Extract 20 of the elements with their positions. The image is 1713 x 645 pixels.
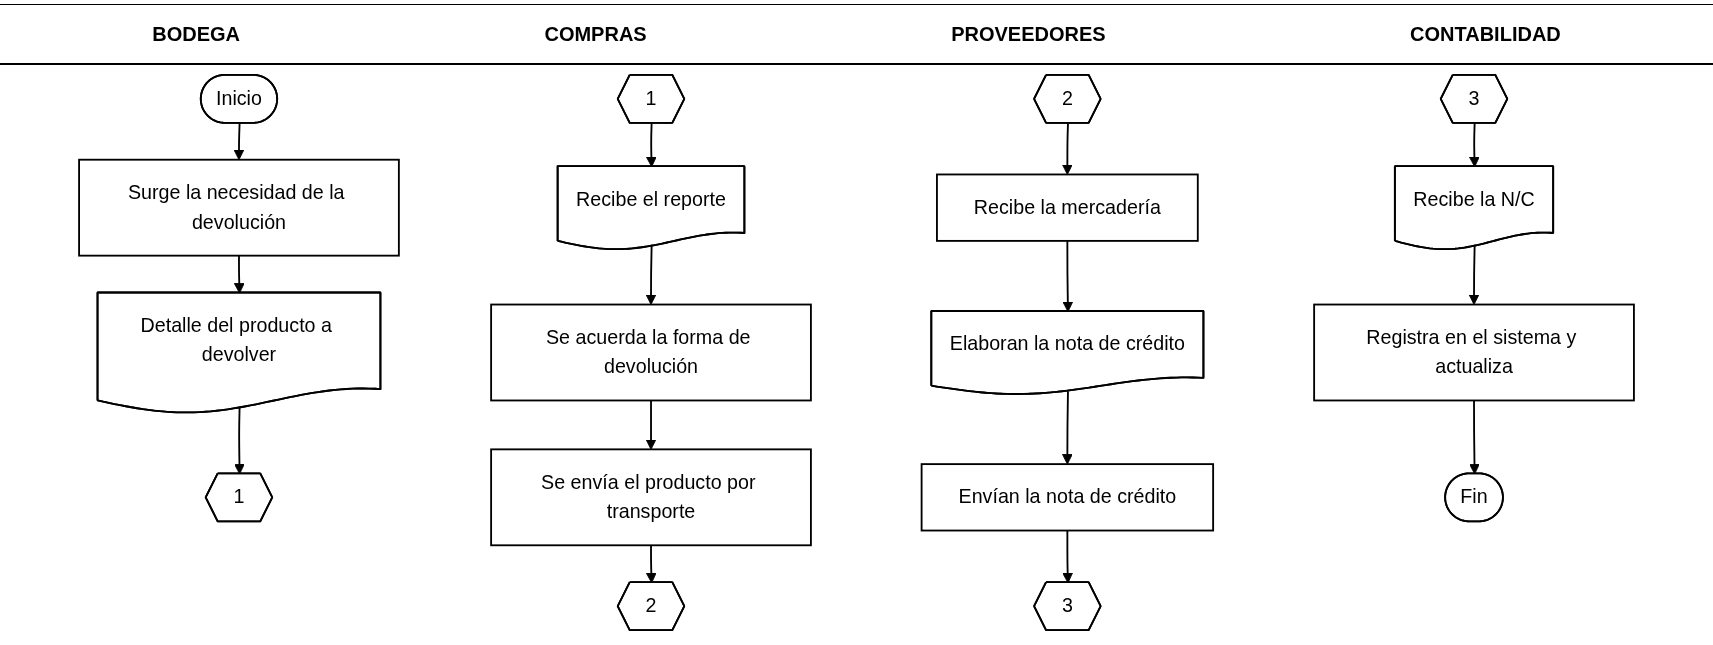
node-box: Envían la nota de crédito bbox=[920, 463, 1215, 532]
node-box: Surge la necesidad de la devolución bbox=[78, 158, 400, 257]
node-box: Se envía el producto por transporte bbox=[490, 448, 812, 547]
arrow bbox=[234, 407, 245, 475]
lane-heading: BODEGA bbox=[152, 22, 240, 46]
node-box: Registra en el sistema y actualiza bbox=[1313, 303, 1635, 402]
arrow bbox=[1061, 122, 1073, 175]
lane-heading: COMPRAS bbox=[544, 22, 647, 46]
arrow bbox=[1469, 399, 1480, 475]
arrow bbox=[233, 122, 245, 161]
arrow bbox=[645, 399, 657, 450]
arrow bbox=[1061, 390, 1073, 465]
node-box: Se acuerda la forma de devolución bbox=[490, 303, 812, 402]
node-box: Recibe la mercadería bbox=[936, 173, 1199, 242]
arrow bbox=[645, 544, 657, 584]
lane-heading: CONTABILIDAD bbox=[1410, 22, 1561, 46]
lane-heading: PROVEEDORES bbox=[951, 22, 1106, 46]
arrow bbox=[1062, 529, 1074, 584]
arrow bbox=[645, 245, 657, 305]
arrow bbox=[1468, 245, 1480, 305]
